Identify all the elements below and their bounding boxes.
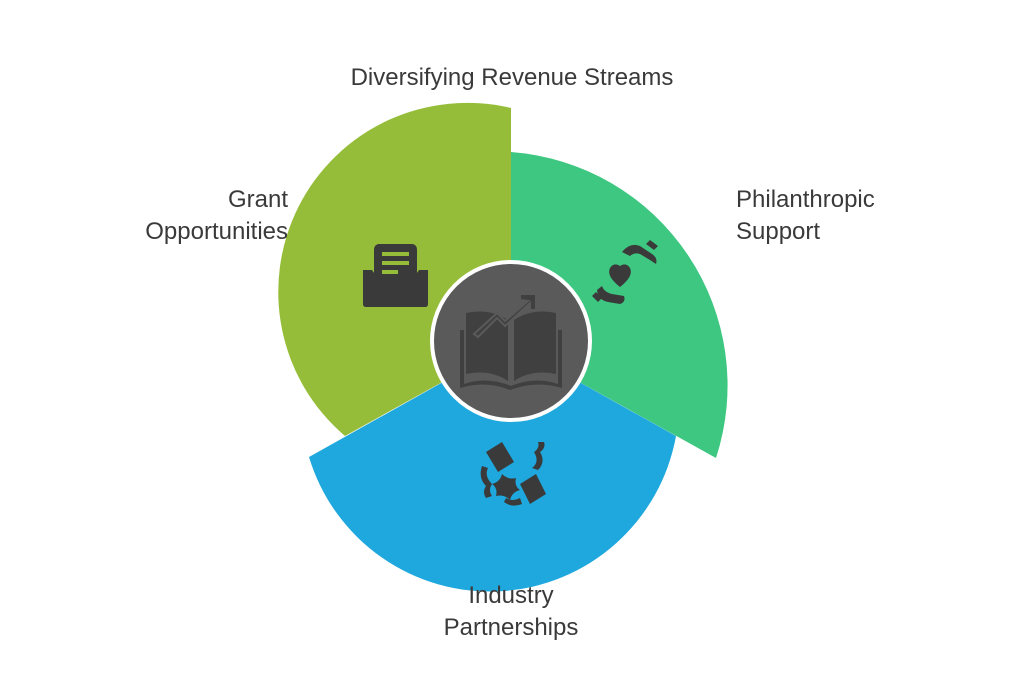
segment-label-line: Industry	[468, 582, 554, 609]
hands-heart-icon	[592, 240, 658, 304]
book-growth-icon	[460, 293, 562, 390]
inbox-document-icon	[363, 244, 428, 307]
segment-label-philanthropic: Philanthropic Support	[736, 184, 875, 248]
segment-label-line: Support	[736, 218, 821, 245]
segment-industry	[309, 344, 676, 592]
segment-label-line: Philanthropic	[736, 186, 875, 213]
puzzle-handshake-icon	[480, 442, 546, 506]
segment-label-grant: Grant Opportunities	[90, 184, 288, 248]
segment-label-line: Opportunities	[145, 218, 288, 245]
diagram-title: Diversifying Revenue Streams	[350, 64, 674, 91]
segment-philanthropic	[511, 152, 728, 458]
segment-label-line: Grant	[227, 186, 288, 213]
center-circle	[430, 260, 592, 422]
segment-label-industry: Industry Partnerships	[411, 580, 611, 644]
segment-label-line: Partnerships	[443, 614, 579, 641]
